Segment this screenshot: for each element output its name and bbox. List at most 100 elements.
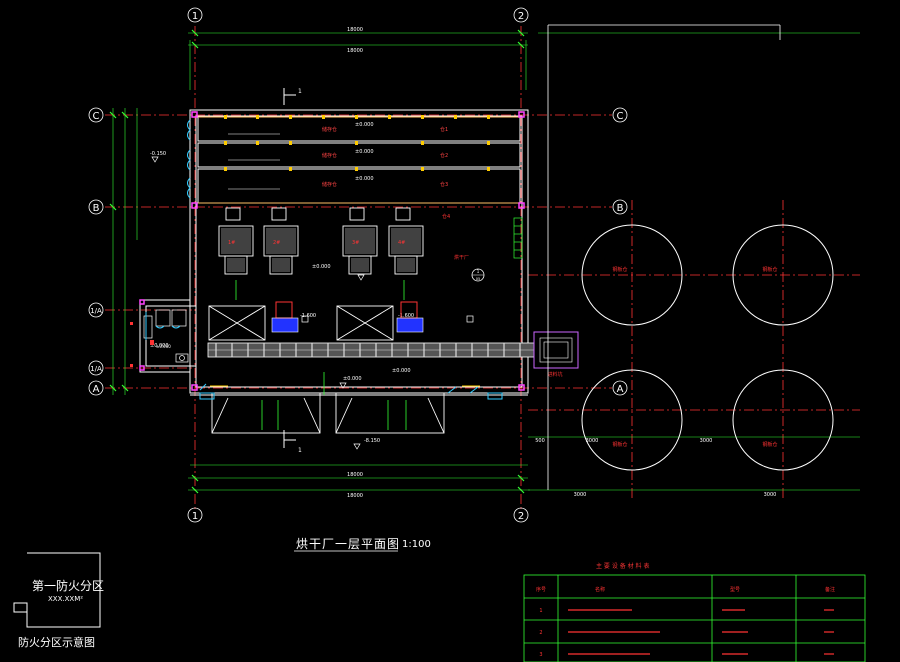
svg-text:18000: 18000 xyxy=(347,472,363,478)
svg-text:±0.000: ±0.000 xyxy=(392,368,411,374)
annex-label: ±0.000 xyxy=(156,344,171,349)
water-tanks xyxy=(271,301,424,333)
conveyor-belt xyxy=(207,342,535,358)
fire-zone-area: XXX.XXM² xyxy=(48,595,84,603)
table-header-texts: 序号 名称 型号 备注 xyxy=(536,586,835,593)
dimension-ticks xyxy=(109,29,525,494)
svg-text:3: 3 xyxy=(539,652,542,658)
fire-zone-outline xyxy=(13,552,101,628)
axis-bubble-sub-left-2: 1/A xyxy=(88,360,104,376)
toilet-annex xyxy=(143,309,189,363)
svg-text:名称: 名称 xyxy=(595,586,605,593)
svg-text:18000: 18000 xyxy=(347,48,363,54)
dryer-fill xyxy=(221,228,421,272)
svg-text:±0.000: ±0.000 xyxy=(343,376,362,382)
svg-text:1: 1 xyxy=(477,269,480,274)
svg-text:3000: 3000 xyxy=(764,492,777,498)
axis-bubble-2-bottom: 2 xyxy=(513,507,529,523)
svg-text:±0.000: ±0.000 xyxy=(150,343,169,349)
hopper-pits xyxy=(208,305,394,341)
axis-label: 2 xyxy=(518,11,524,22)
svg-text:±0.000: ±0.000 xyxy=(312,264,331,270)
axis-label: C xyxy=(93,111,100,122)
elevation-labels: ±0.000 -1.600 -1.600 -1.300 ±0.000 ±0.00… xyxy=(150,151,428,444)
axis-label: B xyxy=(93,203,100,214)
svg-text:储存仓: 储存仓 xyxy=(322,152,337,159)
room-labels: 储存仓 储存仓 储存仓 仓1 仓2 仓3 ±0.000 ±0.000 ±0.00… xyxy=(322,122,448,188)
annex-red-marks xyxy=(130,322,154,367)
svg-text:18000: 18000 xyxy=(347,493,363,499)
axis-label: C xyxy=(617,111,624,122)
section-label: 1 xyxy=(298,447,302,454)
svg-text:钢板仓: 钢板仓 xyxy=(762,266,777,273)
svg-text:-8.150: -8.150 xyxy=(364,438,380,444)
dryer-units xyxy=(218,207,424,275)
left-windows xyxy=(187,119,191,199)
bottom-pits xyxy=(211,392,445,434)
svg-text:1/A: 1/A xyxy=(90,307,102,315)
svg-text:05: 05 xyxy=(476,277,480,281)
corner-columns xyxy=(139,111,525,391)
svg-text:1#: 1# xyxy=(228,240,235,246)
svg-text:500: 500 xyxy=(535,438,545,444)
annex-cyan-lines xyxy=(145,312,181,340)
fire-zone-caption: 防火分区示意图 xyxy=(18,636,95,649)
svg-text:1: 1 xyxy=(539,608,542,614)
svg-text:仓3: 仓3 xyxy=(440,181,448,188)
axis-bubble-C-right: C xyxy=(612,107,628,123)
svg-text:3000: 3000 xyxy=(586,438,599,444)
svg-text:±0.000: ±0.000 xyxy=(355,122,374,128)
svg-text:-1.600: -1.600 xyxy=(398,313,414,319)
axis-label: A xyxy=(93,384,100,395)
svg-text:钢板仓: 钢板仓 xyxy=(612,441,627,448)
svg-text:±0.000: ±0.000 xyxy=(355,176,374,182)
svg-text:型号: 型号 xyxy=(730,586,740,593)
small-valves xyxy=(301,315,474,323)
svg-text:备注: 备注 xyxy=(825,586,835,593)
drawing-scale: 1:100 xyxy=(402,539,431,550)
svg-text:3000: 3000 xyxy=(700,438,713,444)
svg-text:进料坑: 进料坑 xyxy=(547,371,562,378)
svg-text:-0.150: -0.150 xyxy=(150,151,166,157)
room-tag: 烘干厂 xyxy=(454,254,469,261)
axis-bubble-B-right: B xyxy=(612,199,628,215)
svg-text:1/A: 1/A xyxy=(90,365,102,373)
axis-bubble-B-left: B xyxy=(88,199,104,215)
bottom-doors xyxy=(199,383,503,400)
svg-text:仓1: 仓1 xyxy=(440,126,448,133)
silos xyxy=(581,224,834,471)
axis-label: 2 xyxy=(518,511,524,522)
section-label: 1 xyxy=(298,88,302,95)
table-title: 主 要 设 备 材 料 表 xyxy=(596,563,650,570)
table-row-numbers: 1 2 3 xyxy=(539,608,542,658)
site-boundary xyxy=(547,24,781,490)
svg-text:18000: 18000 xyxy=(347,27,363,33)
svg-text:2#: 2# xyxy=(273,240,280,246)
elevation-markers xyxy=(151,156,365,450)
svg-text:钢板仓: 钢板仓 xyxy=(612,266,627,273)
svg-text:仓2: 仓2 xyxy=(440,152,448,159)
dryer-red-marks: 1# 2# 3# 4# xyxy=(228,240,405,246)
silo-labels: 钢板仓 钢板仓 钢板仓 钢板仓 xyxy=(612,266,777,448)
drawing-title: 烘干厂一层平面图 xyxy=(296,537,401,551)
dimension-texts: 18000 18000 18000 18000 3000 3000 500 30… xyxy=(347,27,776,499)
beam-markers xyxy=(224,115,490,171)
svg-text:储存仓: 储存仓 xyxy=(322,181,337,188)
conveyor-rollers xyxy=(215,343,521,357)
axis-bubble-A-right: A xyxy=(612,380,628,396)
axis-label: 1 xyxy=(192,11,198,22)
axis-label: 1 xyxy=(192,511,198,522)
equipment-table xyxy=(523,574,866,662)
svg-text:2: 2 xyxy=(539,630,542,636)
top-rooms-orange-line xyxy=(198,116,520,204)
svg-text:±0.000: ±0.000 xyxy=(355,149,374,155)
svg-text:序号: 序号 xyxy=(536,586,546,593)
fire-zone-name: 第一防火分区 xyxy=(32,579,105,593)
room-small-lines xyxy=(228,133,280,190)
svg-text:3#: 3# xyxy=(352,240,359,246)
index-bubble: 1 05 xyxy=(471,268,485,282)
svg-text:储存仓: 储存仓 xyxy=(322,126,337,133)
axis-label: A xyxy=(617,384,624,395)
room-tag: 仓4 xyxy=(442,213,450,220)
